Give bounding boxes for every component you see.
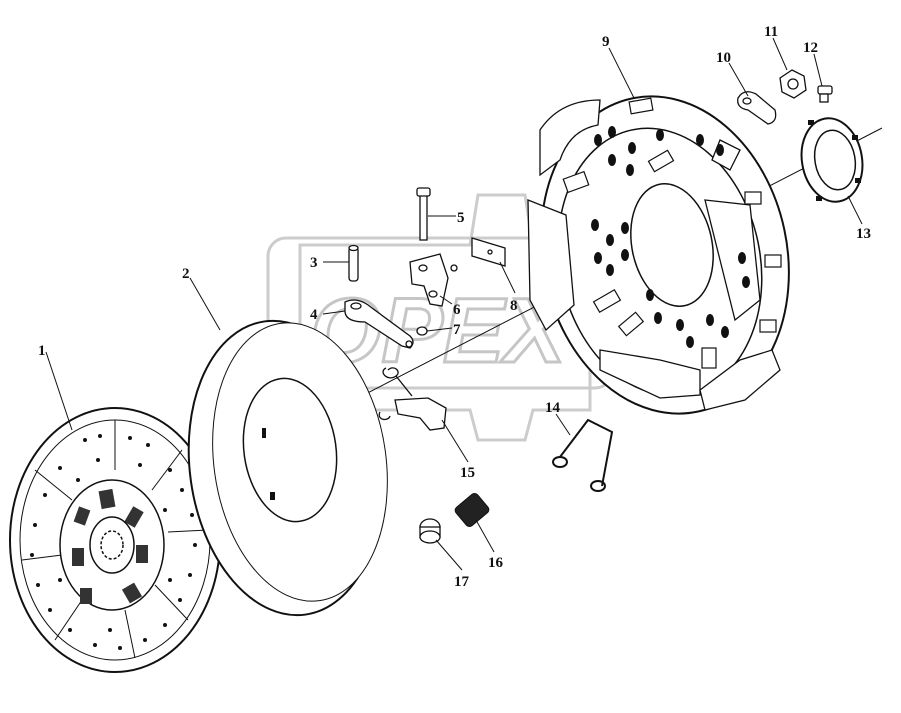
release-ring (800, 117, 864, 203)
wire-spring (552, 418, 614, 492)
pressure-plate-notches (262, 428, 275, 500)
small-nut (416, 326, 428, 336)
clutch-cover-tabs (562, 97, 782, 369)
release-ring-lugs (808, 120, 861, 201)
callout-14: 14 (545, 400, 561, 416)
clutch-cover-holes (591, 126, 750, 348)
callout-6: 6 (453, 302, 461, 318)
coil-spring (454, 492, 490, 528)
return-spring-bracket (378, 367, 447, 431)
release-lever (344, 299, 414, 349)
threaded-plug (419, 518, 441, 544)
callout-4: 4 (310, 307, 318, 323)
eyebolt-bracket (409, 253, 458, 307)
callout-10: 10 (716, 50, 731, 66)
bolt (416, 187, 431, 241)
callout-leaders (45, 37, 863, 571)
callout-5: 5 (457, 210, 465, 226)
clutch-disc-rivets (30, 434, 197, 650)
strap-plate (471, 237, 506, 267)
callout-17: 17 (454, 574, 470, 590)
callout-13: 13 (856, 226, 871, 242)
pin (348, 244, 359, 282)
callout-15: 15 (460, 465, 475, 481)
callout-2: 2 (182, 266, 190, 282)
pressure-plate (187, 319, 388, 617)
callout-3: 3 (310, 255, 318, 271)
hex-nut (779, 69, 807, 99)
pressure-plate-bore (242, 377, 338, 523)
callout-labels: 1 2 3 4 5 6 7 8 9 10 11 12 13 14 15 16 1… (38, 24, 871, 590)
clutch-cover-lugs (527, 99, 781, 411)
clutch-disc-damper-springs (72, 488, 148, 604)
small-screw (817, 85, 833, 103)
callout-1: 1 (38, 343, 46, 359)
clutch-cover-bore (630, 183, 714, 307)
callout-8: 8 (510, 298, 518, 314)
watermark-gear-outline (298, 193, 592, 442)
clutch-disc-spline (100, 530, 124, 560)
callout-7: 7 (453, 322, 461, 338)
clutch-cover (527, 95, 790, 415)
callout-11: 11 (764, 24, 778, 40)
lock-washer (737, 91, 777, 125)
callout-16: 16 (488, 555, 504, 571)
clutch-disc (9, 407, 221, 673)
callout-12: 12 (803, 40, 818, 56)
clutch-disc-segments (21, 420, 209, 659)
callout-9: 9 (602, 34, 610, 50)
